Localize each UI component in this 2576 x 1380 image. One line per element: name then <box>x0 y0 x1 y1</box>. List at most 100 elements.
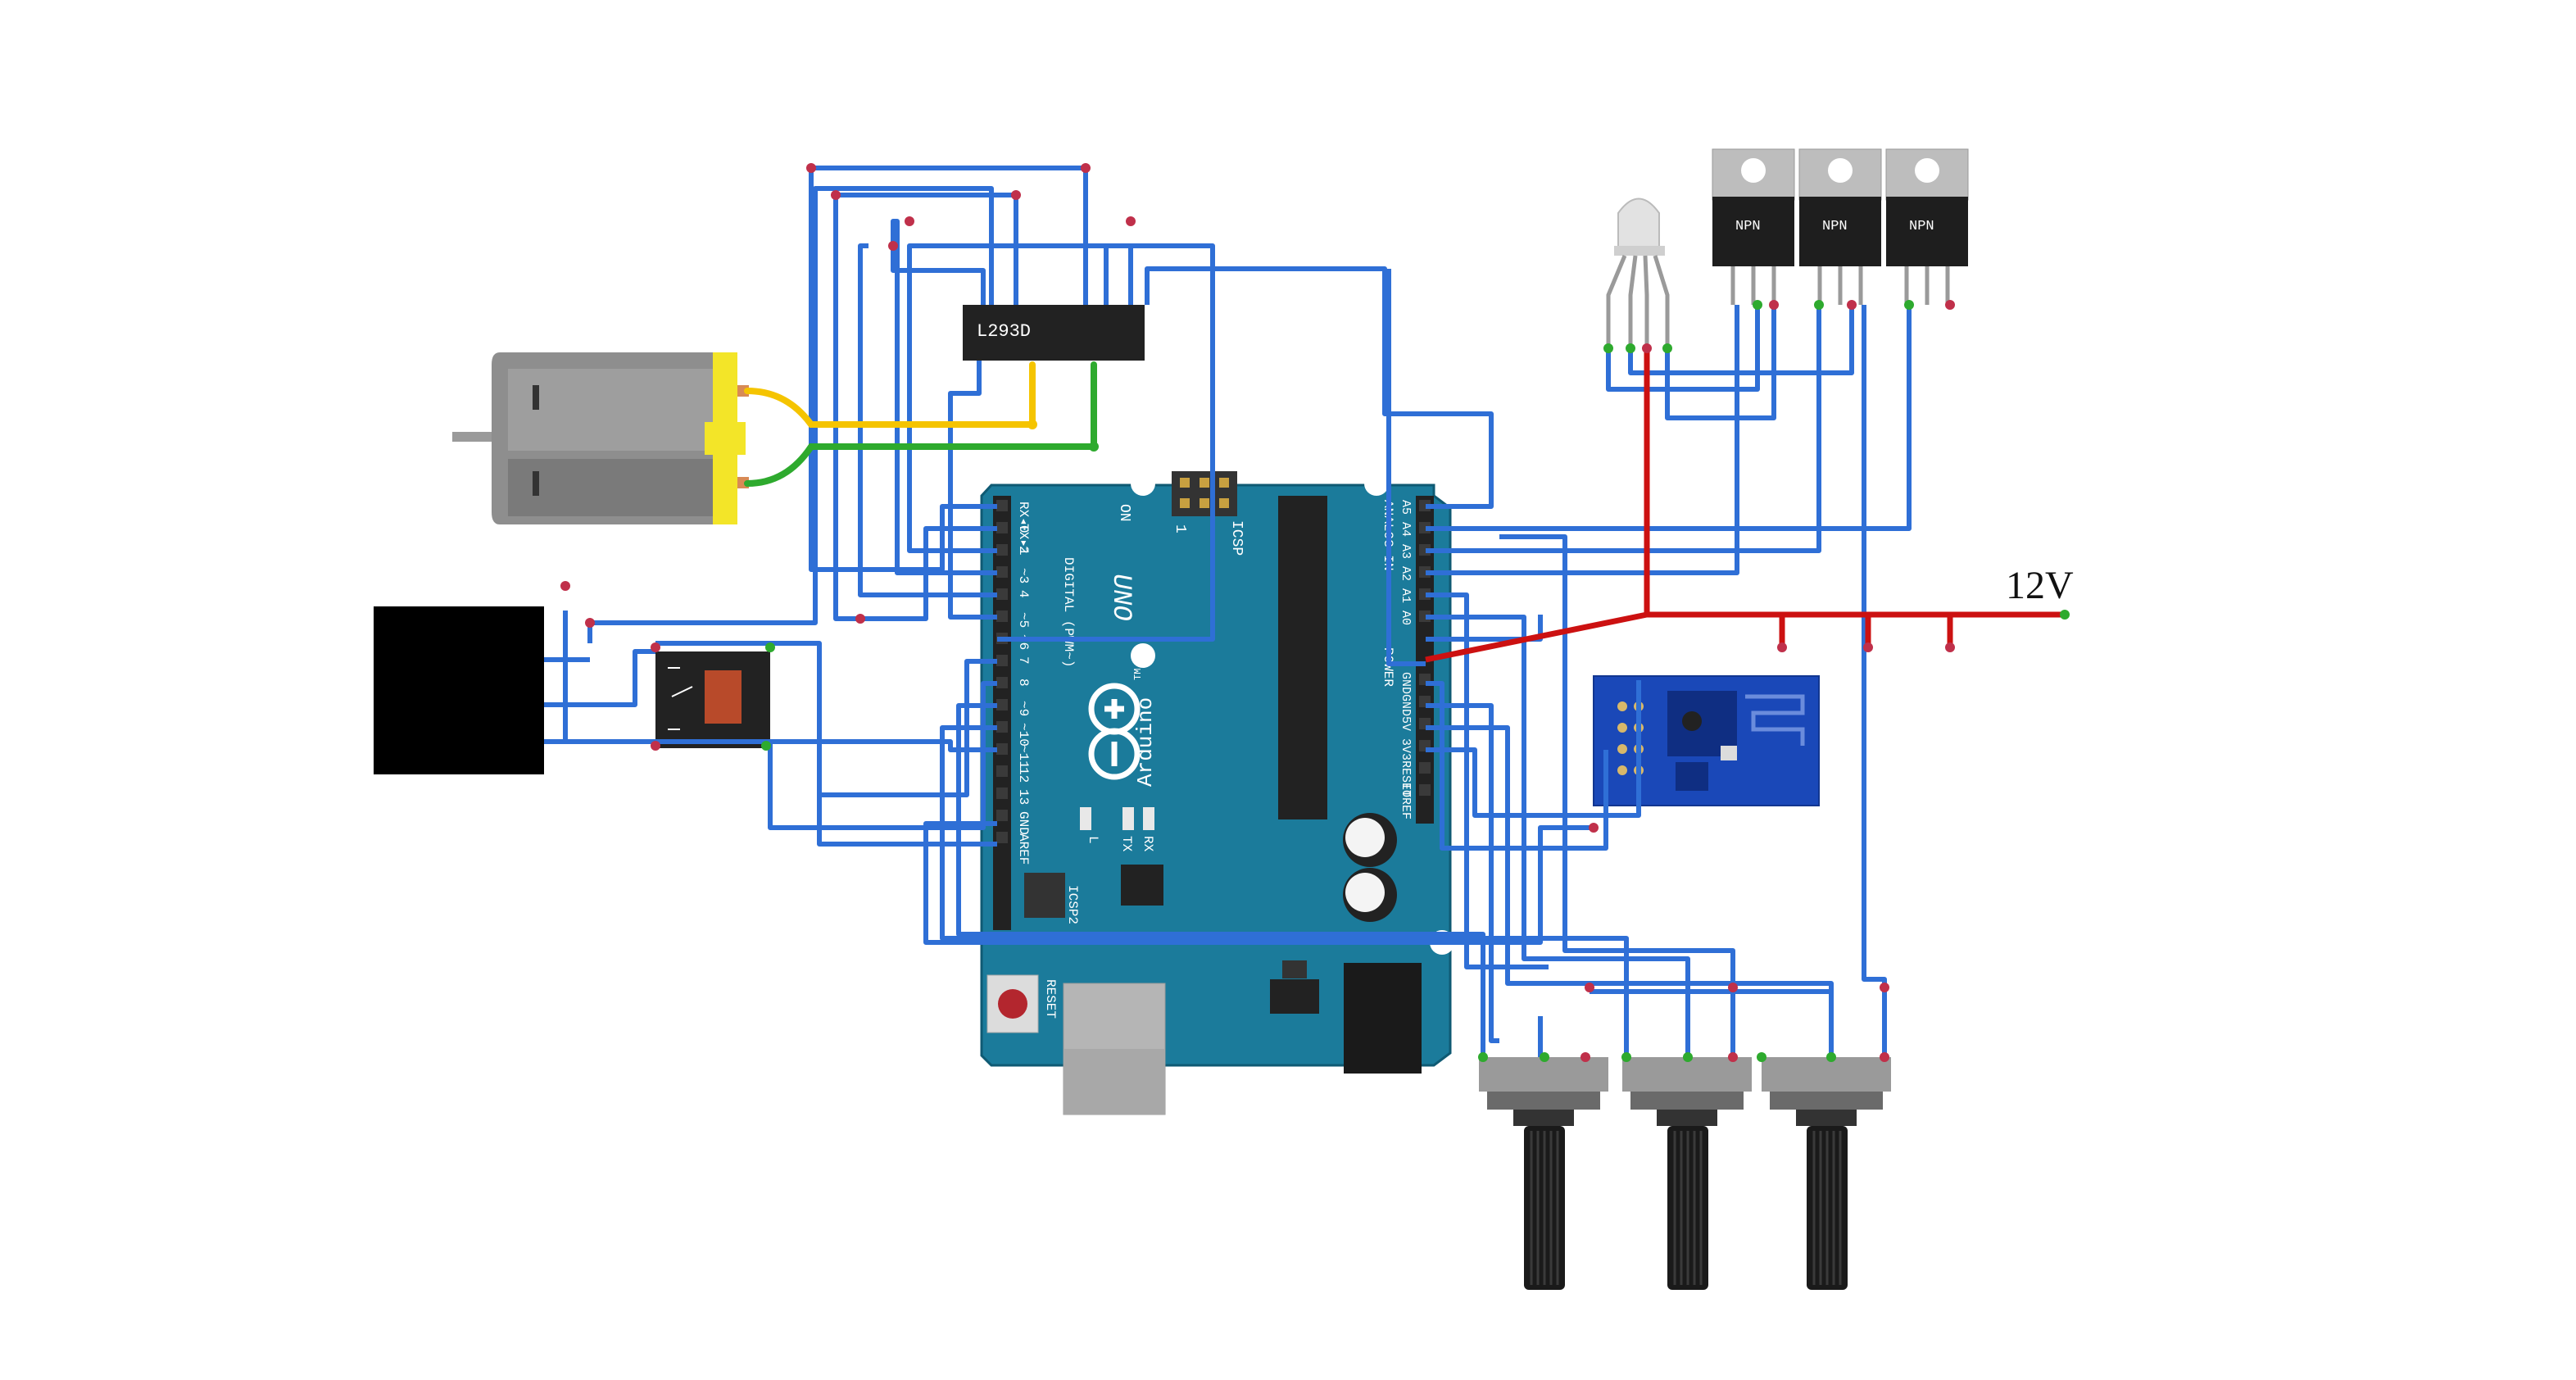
wire-junction <box>1769 300 1779 310</box>
led-rx-label: RX <box>1141 836 1155 852</box>
digital-pin-socket[interactable] <box>996 566 1008 578</box>
digital-pin-label: GND <box>1016 811 1031 835</box>
power-pin-socket[interactable] <box>1419 762 1431 774</box>
wire-junction <box>1011 190 1021 200</box>
icsp-label: ICSP <box>1228 520 1245 556</box>
wire <box>563 611 997 752</box>
digital-pin-label: ~5 <box>1016 612 1031 628</box>
wire-junction <box>1880 983 1889 992</box>
analog-pin-label: A4 <box>1399 522 1413 537</box>
wire-junction <box>1814 300 1824 310</box>
digital-pin-label: 7 <box>1016 656 1031 665</box>
wire <box>1426 305 1739 575</box>
potentiometer-group <box>1479 1057 1891 1290</box>
trademark: TM <box>1132 669 1144 680</box>
analog-pin-label: A0 <box>1399 611 1413 625</box>
digital-pin-socket[interactable] <box>996 500 1008 511</box>
potentiometer[interactable] <box>1762 1057 1891 1290</box>
power-pin-label: 5V <box>1399 716 1413 731</box>
digital-pin-socket[interactable] <box>996 832 1008 843</box>
wire-junction <box>761 741 771 751</box>
wire-junction <box>905 216 914 226</box>
wire-junction <box>1826 1052 1836 1062</box>
wire-junction <box>888 241 898 251</box>
analog-pin-label: A1 <box>1399 588 1413 603</box>
digital-pin-socket[interactable] <box>996 810 1008 821</box>
dc-jack <box>1344 963 1422 1074</box>
wire <box>1426 681 1608 851</box>
power-pin-label: 3V3 <box>1399 738 1413 760</box>
led-l-label: L <box>1086 836 1100 844</box>
atmega-chip <box>1278 496 1327 819</box>
arduino-uno-board: 1 ICSP ON UNO Arduino TM RX◂0TX▸12~34~5~… <box>980 471 1454 1115</box>
wire-junction <box>765 642 775 652</box>
wire-junction <box>1683 1052 1693 1062</box>
potentiometer[interactable] <box>1622 1057 1752 1290</box>
wire-junction <box>651 642 660 652</box>
wire <box>1426 703 1499 1043</box>
digital-pin-socket[interactable] <box>996 788 1008 799</box>
digital-pin-label: 13 <box>1016 789 1031 805</box>
power-pin-label: GND <box>1399 694 1413 716</box>
wire-junction <box>1904 300 1914 310</box>
wire <box>655 641 997 797</box>
wire <box>1628 305 1854 375</box>
digital-pin-socket[interactable] <box>996 765 1008 777</box>
wire-junction <box>2060 610 2070 620</box>
digital-pin-socket[interactable] <box>996 699 1008 710</box>
power-pin-socket[interactable] <box>1419 784 1431 796</box>
wire-junction <box>1585 983 1594 992</box>
digital-pin-socket[interactable] <box>996 677 1008 688</box>
digital-pin-socket[interactable] <box>996 588 1008 600</box>
wire <box>948 361 997 620</box>
digital-pin-socket[interactable] <box>996 611 1008 622</box>
digital-pin-socket[interactable] <box>996 544 1008 556</box>
power-pin-label: GND <box>1399 672 1413 694</box>
wire-junction <box>1027 420 1037 429</box>
power-pin-label: RESET <box>1399 760 1413 797</box>
arduino-logo <box>1088 683 1141 780</box>
power-header-label: POWER <box>1381 647 1395 687</box>
arduino-name: Arduino <box>1133 697 1158 787</box>
npn-transistor: NPN <box>1885 148 1969 305</box>
digital-header-label: DIGITAL (PWM~) <box>1061 557 1076 667</box>
wire-junction <box>1581 1052 1590 1062</box>
wire <box>1145 266 1494 509</box>
npn-transistor: NPN <box>1712 148 1795 305</box>
wire-junction <box>1540 1052 1549 1062</box>
l293d-label: L293D <box>977 321 1031 342</box>
voltage-regulator <box>1270 979 1319 1014</box>
digital-pin-label: RX◂0 <box>1016 502 1031 533</box>
digital-pin-socket[interactable] <box>996 522 1008 533</box>
digital-pin-label: TX▸1 <box>1016 524 1031 555</box>
relay-module <box>655 651 770 748</box>
led-rx <box>1143 807 1154 830</box>
wire-junction <box>1847 300 1857 310</box>
wire <box>997 243 1215 642</box>
wire-junction <box>1126 216 1136 226</box>
sensor-module <box>374 606 544 774</box>
reset-button[interactable] <box>986 974 1039 1033</box>
icsp-pin-label: 1 <box>1172 524 1188 533</box>
wire <box>907 243 1133 553</box>
wire-junction <box>1626 343 1635 353</box>
wire <box>1426 305 1912 531</box>
power-pin-label: IOREF <box>1399 783 1413 819</box>
potentiometer[interactable] <box>1479 1057 1608 1290</box>
wire-junction <box>651 741 660 751</box>
digital-pin-socket[interactable] <box>996 743 1008 755</box>
wire-junction <box>585 618 595 628</box>
digital-pin-label: ~9 <box>1016 701 1031 716</box>
npn-transistor: NPN <box>1798 148 1882 305</box>
uno-label: UNO <box>1106 574 1136 621</box>
digital-pin-socket[interactable] <box>996 655 1008 666</box>
analog-pin-label: A3 <box>1399 544 1413 559</box>
digital-pin-label: ~10 <box>1016 723 1031 747</box>
digital-pin-socket[interactable] <box>996 721 1008 733</box>
supply-label: 12V <box>2006 564 2074 607</box>
reset-label: RESET <box>1043 979 1058 1019</box>
wire <box>1606 305 1760 392</box>
dc-motor <box>452 352 749 524</box>
